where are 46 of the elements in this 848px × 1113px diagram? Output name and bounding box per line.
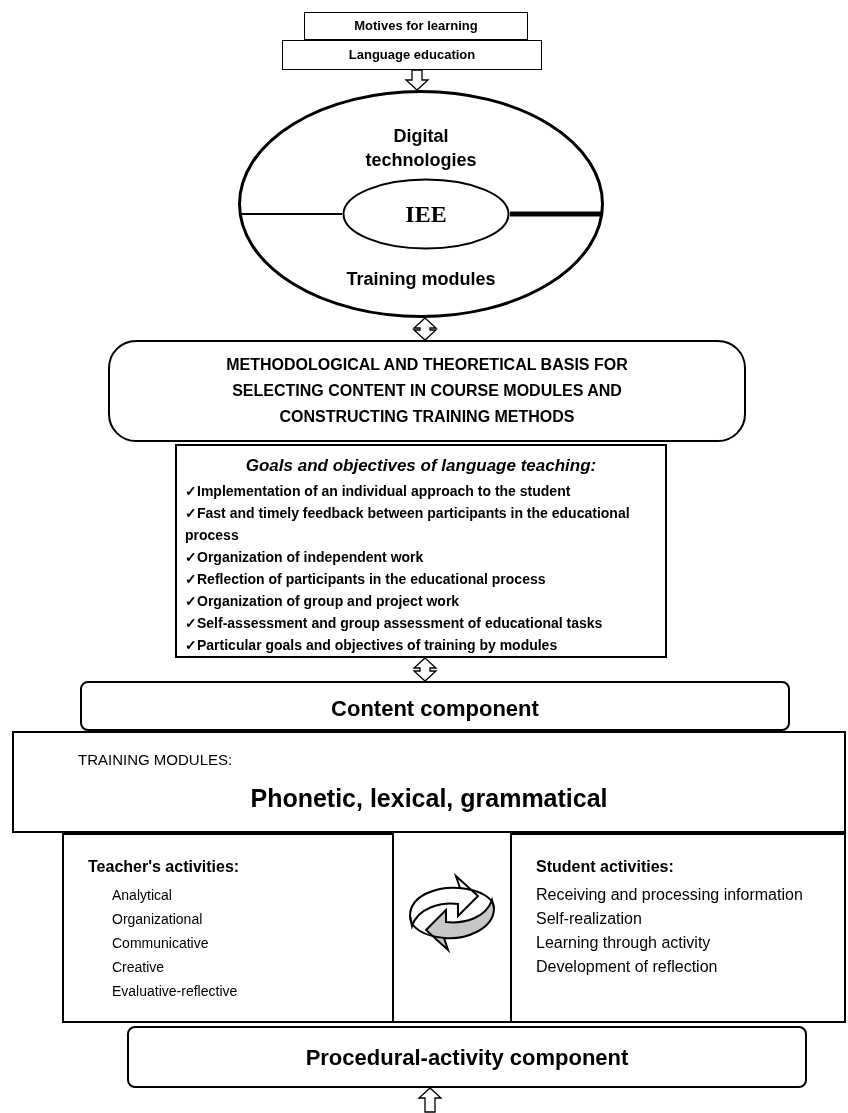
list-item: Organizational (111, 910, 204, 929)
rounded-box (127, 1026, 807, 1088)
block-arrow (412, 657, 438, 682)
activity-box (510, 833, 846, 1023)
list-item: Creative (111, 958, 166, 977)
block-arrow (412, 317, 438, 341)
rounded-box (108, 340, 746, 442)
block-arrow (417, 1087, 443, 1113)
list-item: Analytical (111, 886, 173, 905)
label-box (282, 40, 542, 70)
outer-ellipse (238, 90, 604, 318)
node-label: Procedural-activity component (305, 1043, 629, 1072)
label-box (304, 12, 528, 40)
list-item: Communicative (111, 934, 210, 953)
activity-box (62, 833, 394, 1023)
node-label: Digital technologies (364, 125, 478, 172)
node-label: Language education (348, 46, 476, 65)
list-item: ✓Self-assessment and group assessment of educational tasks (185, 614, 604, 633)
list-item: ✓Implementation of an individual approach to the student (185, 482, 572, 501)
connector-line (510, 211, 602, 217)
list-item: Phonetic, lexical, grammatical (250, 782, 608, 814)
node-label: Training modules (345, 268, 497, 291)
list-item: ✓Reflection of participants in the educational process (185, 570, 547, 589)
list-item: Evaluative-reflective (111, 982, 239, 1001)
list-item: ✓Fast and timely feedback between participants in the educational process (185, 504, 631, 545)
node-label: TRAINING MODULES: (78, 750, 233, 770)
rounded-box (80, 681, 790, 731)
list-item: Learning through activity (536, 933, 712, 953)
list-item: Self-realization (536, 909, 643, 929)
block-arrow (404, 69, 430, 91)
connector-line (239, 213, 343, 215)
inner-ellipse (342, 178, 510, 250)
node-label: Content component (331, 695, 539, 723)
node-label: Goals and objectives of language teaching: (244, 455, 598, 477)
list-item: Receiving and processing information (536, 885, 804, 905)
list-item: Development of reflection (536, 957, 719, 977)
node-label: Teacher's activities: (88, 857, 241, 877)
list-item: ✓Organization of group and project work (185, 592, 461, 611)
list-box (175, 444, 667, 658)
module-box (12, 731, 846, 833)
node-label: Student activities: (536, 857, 675, 877)
node-label: Motives for learning (354, 17, 478, 36)
list-item: ✓Organization of independent work (185, 548, 425, 567)
list-item: ✓Particular goals and objectives of training by modules (185, 636, 559, 655)
node-label: IEE (405, 200, 447, 229)
node-label: METHODOLOGICAL AND THEORETICAL BASIS FOR SELECTING CONTENT IN COURSE MODULES AND CONSTRUCTING TRAINING METHODS (225, 355, 629, 427)
